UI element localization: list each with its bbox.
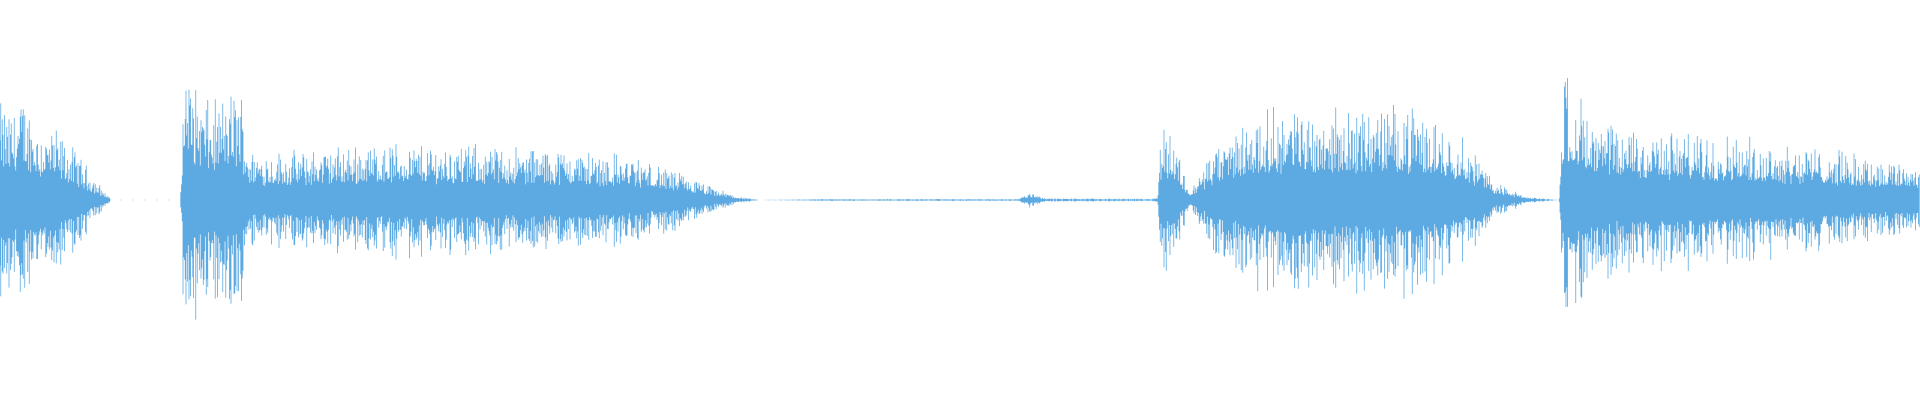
waveform-samples bbox=[0, 77, 1920, 320]
waveform-path bbox=[0, 77, 1920, 320]
